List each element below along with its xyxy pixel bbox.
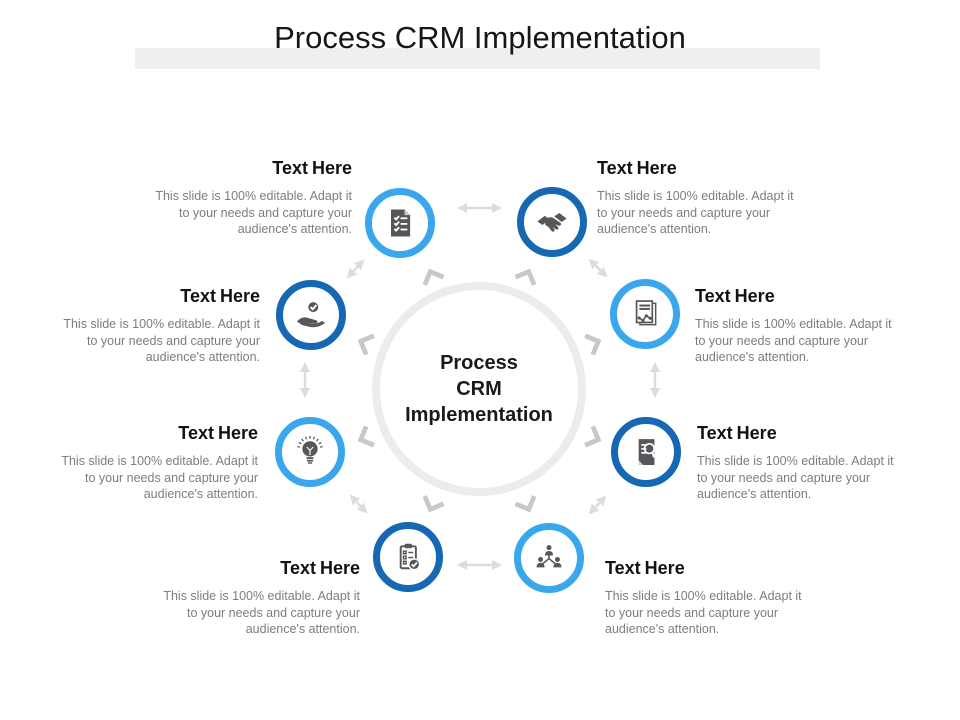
editable-note: This slide is 100% editable. Adapt it to… [163, 589, 360, 636]
text-here-heading: Text Here [697, 423, 777, 443]
center-title-line3: Implementation [405, 404, 553, 426]
text-here-heading: Text Here [597, 158, 677, 178]
node-circle-bottom-left [373, 522, 443, 592]
text-block-top-right: Text Here This slide is 100% editable. A… [597, 158, 802, 238]
hand-check-icon [296, 300, 326, 328]
text-here-heading: Text Here [605, 558, 685, 578]
center-title: Process CRM Implementation [405, 350, 553, 428]
text-here-heading: Text Here [178, 423, 258, 443]
clipboard-check-icon [399, 543, 421, 571]
slide-title: Process CRM Implementation [274, 20, 686, 55]
editable-note: This slide is 100% editable. Adapt it to… [605, 589, 802, 636]
checklist-document-icon [391, 209, 411, 237]
text-block-bottom-left: Text Here This slide is 100% editable. A… [155, 558, 360, 638]
editable-note: This slide is 100% editable. Adapt it to… [597, 189, 794, 236]
node-circle-left-lower [275, 417, 345, 487]
editable-note: This slide is 100% editable. Adapt it to… [63, 317, 260, 364]
connector-top-left-diagonal [346, 259, 365, 279]
text-block-right-upper: Text Here This slide is 100% editable. A… [695, 286, 900, 366]
lightbulb-icon [297, 435, 323, 464]
text-here-heading: Text Here [695, 286, 775, 306]
handshake-icon [537, 213, 567, 232]
node-circle-bottom-right [514, 523, 584, 593]
node-circle-right-upper [610, 279, 680, 349]
text-here-heading: Text Here [280, 558, 360, 578]
node-circle-left-upper [276, 280, 346, 350]
report-chart-icon [635, 300, 657, 326]
text-block-right-lower: Text Here This slide is 100% editable. A… [697, 423, 902, 503]
connector-bottom-left-diagonal [349, 494, 368, 514]
node-circle-top-right [517, 187, 587, 257]
editable-note: This slide is 100% editable. Adapt it to… [61, 454, 258, 501]
title-highlight-band [135, 48, 820, 69]
text-here-heading: Text Here [272, 158, 352, 178]
center-circle: Process CRM Implementation [372, 282, 586, 496]
editable-note: This slide is 100% editable. Adapt it to… [695, 317, 892, 364]
text-here-heading: Text Here [180, 286, 260, 306]
connector-top-right-diagonal [588, 258, 608, 278]
connector-bottom-right-diagonal [588, 495, 607, 515]
center-title-line1: Process [440, 352, 518, 374]
text-block-top-left: Text Here This slide is 100% editable. A… [147, 158, 352, 238]
text-block-left-lower: Text Here This slide is 100% editable. A… [53, 423, 258, 503]
node-circle-top-left [365, 188, 435, 258]
editable-note: This slide is 100% editable. Adapt it to… [155, 189, 352, 236]
center-title-line2: CRM [456, 378, 502, 400]
editable-note: This slide is 100% editable. Adapt it to… [697, 454, 894, 501]
text-block-bottom-right: Text Here This slide is 100% editable. A… [605, 558, 810, 638]
text-block-left-upper: Text Here This slide is 100% editable. A… [55, 286, 260, 366]
document-search-icon [638, 439, 656, 465]
team-hierarchy-icon [536, 545, 562, 568]
node-circle-right-lower [611, 417, 681, 487]
